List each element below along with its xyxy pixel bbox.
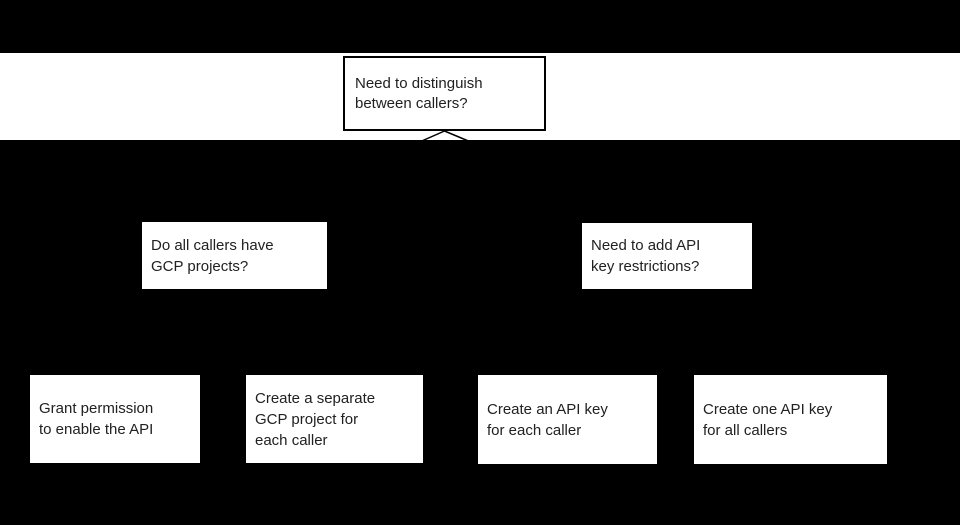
flowchart-node-api-key-all-callers: Create one API key for all callers xyxy=(694,375,887,464)
flowchart-node-key-restrictions-question: Need to add API key restrictions? xyxy=(582,223,752,289)
flowchart-node-grant-permission: Grant permission to enable the API xyxy=(30,375,200,463)
flowchart-node-root-question: Need to distinguish between callers? xyxy=(343,56,546,131)
flowchart-node-api-key-each-caller: Create an API key for each caller xyxy=(478,375,657,464)
flowchart-node-separate-gcp-project: Create a separate GCP project for each c… xyxy=(246,375,423,463)
flowchart-node-gcp-projects-question: Do all callers have GCP projects? xyxy=(142,222,327,289)
connector-root-to-right xyxy=(444,130,668,225)
connector-root-to-left xyxy=(232,130,445,225)
